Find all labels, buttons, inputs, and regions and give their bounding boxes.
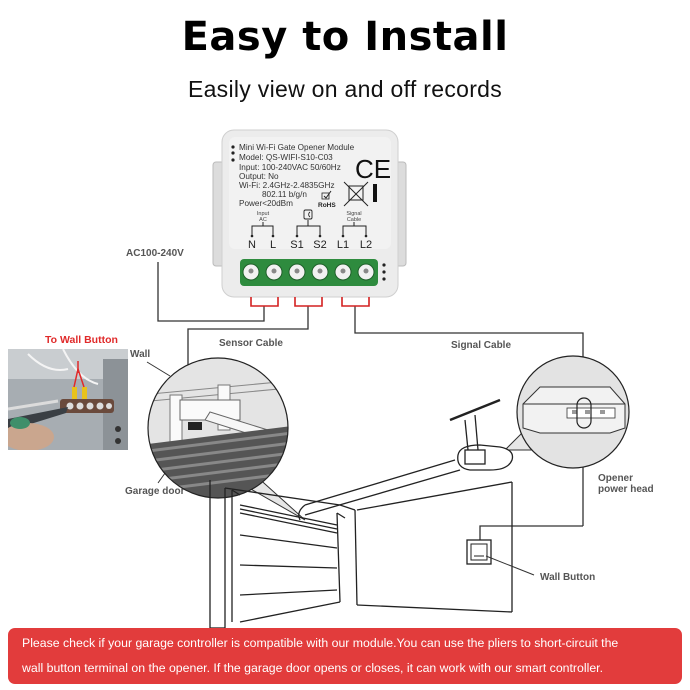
- module-power: Power<20dBm: [239, 199, 293, 208]
- module-input: Input: 100-240VAC 50/60Hz: [239, 163, 341, 172]
- terminal-label-n: N: [248, 239, 256, 251]
- terminal-label-s1: S1: [290, 239, 303, 251]
- signal-cable-group-label-1: Signal: [346, 211, 361, 217]
- to-wall-button-label: To Wall Button: [45, 334, 118, 346]
- module-name: Mini Wi-Fi Gate Opener Module: [239, 143, 355, 152]
- terminal-screws: [242, 263, 375, 281]
- wire-brackets: [250, 297, 370, 307]
- notice-line-2: wall button terminal on the opener. If t…: [22, 661, 603, 675]
- opener-detail-callout: [503, 355, 630, 469]
- garage-drawing: [209, 398, 514, 629]
- module-wifi-standard: 802.11 b/g/n: [262, 190, 307, 199]
- signal-cable-group-label-2: Cable: [347, 217, 361, 223]
- ac-wire: [157, 262, 265, 322]
- terminal-label-s2: S2: [313, 239, 326, 251]
- ce-mark-icon: CE: [355, 154, 391, 184]
- input-ac-label-1: Input: [257, 211, 270, 217]
- opener-power-head-label-1: Opener: [598, 473, 633, 484]
- page-title: Easy to Install: [181, 14, 509, 60]
- weee-bin-icon: [343, 181, 369, 207]
- module-output: Output: No: [239, 172, 279, 181]
- signal-cable-label: Signal Cable: [451, 340, 511, 351]
- wall-label: Wall: [130, 349, 150, 360]
- module-wifi: Wi-Fi: 2.4GHz-2.4835GHz: [239, 181, 335, 190]
- terminal-label-l1: L1: [337, 239, 349, 251]
- wall-button-wire: [479, 525, 583, 540]
- terminal-photo-illustration: [8, 349, 128, 450]
- input-ac-label-2: AC: [259, 217, 267, 223]
- wall-button-icon: [466, 539, 492, 565]
- terminal-label-l: L: [270, 239, 276, 251]
- terminal-label-l2: L2: [360, 239, 372, 251]
- notice-line-1: Please check if your garage controller i…: [22, 636, 619, 650]
- wifi-module: Mini Wi-Fi Gate Opener Module Model: QS-…: [212, 129, 407, 307]
- sensor-icon: [303, 209, 313, 220]
- rohs-label: RoHS: [318, 202, 336, 209]
- ac-voltage-label: AC100-240V: [126, 248, 184, 259]
- sensor-cable-label: Sensor Cable: [219, 338, 283, 349]
- compatibility-notice: Please check if your garage controller i…: [8, 628, 682, 684]
- opener-power-head-label-2: power head: [598, 484, 654, 495]
- terminal-block: [240, 259, 378, 286]
- wall-button-label: Wall Button: [540, 572, 595, 583]
- page-subtitle: Easily view on and off records: [187, 76, 503, 102]
- rohs-icon: [321, 190, 332, 200]
- weee-bar-icon: [373, 184, 377, 202]
- garage-door-label: Garage door: [125, 486, 185, 497]
- wall-button-terminal-photo: [8, 349, 128, 450]
- module-model: Model: QS-WIFI-S10-C03: [239, 153, 333, 162]
